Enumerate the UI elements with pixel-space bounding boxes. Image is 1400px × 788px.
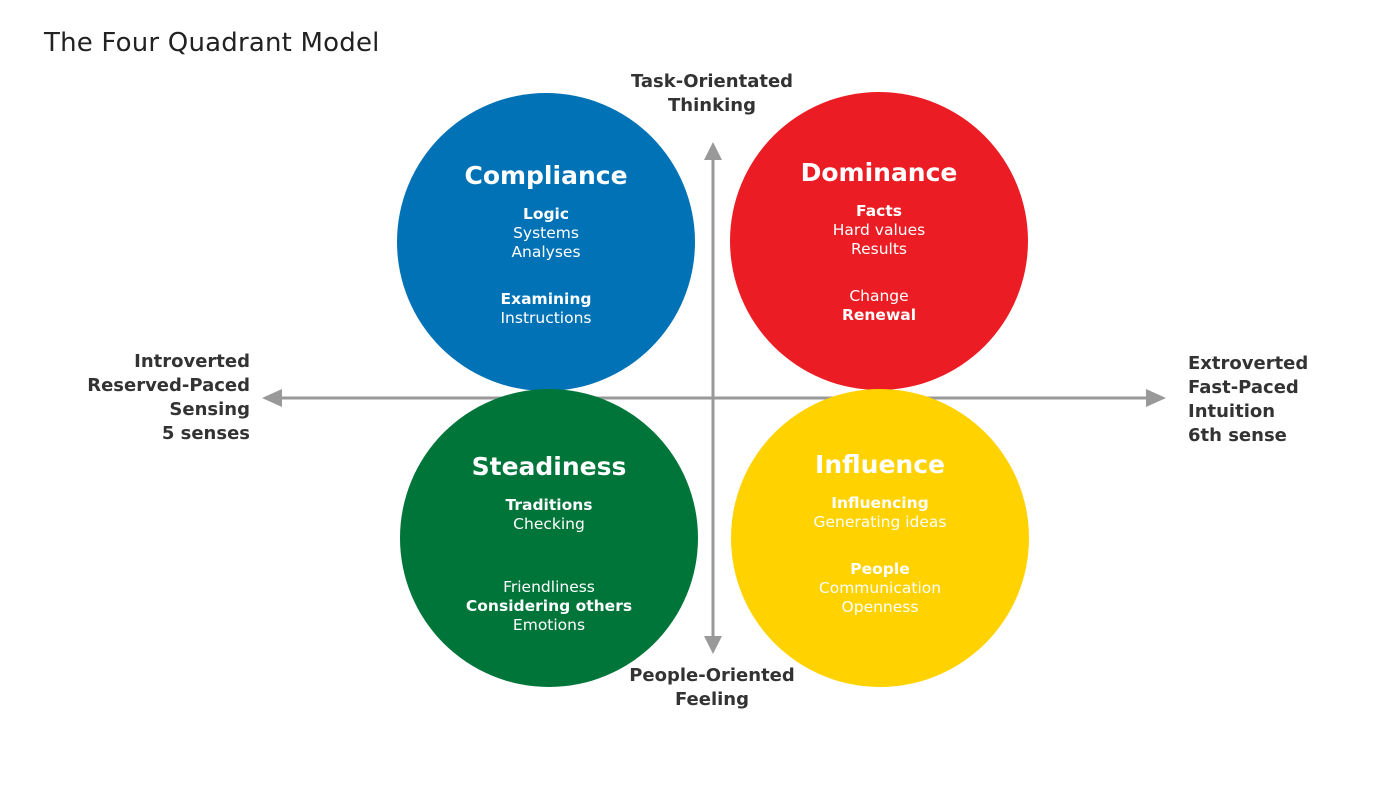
axis-right-line: 6th sense — [1188, 425, 1287, 446]
axis-left-line: Introverted — [134, 351, 250, 372]
influence-title: Influence — [815, 450, 945, 479]
axis-left-line: Reserved-Paced — [87, 375, 250, 396]
axis-right-line: Fast-Paced — [1188, 377, 1299, 398]
axis-left-line: Sensing — [169, 399, 250, 420]
axis-left-line: 5 senses — [161, 423, 250, 444]
arrow-right-icon — [1146, 389, 1166, 407]
axis-right-line: Extroverted — [1188, 353, 1309, 374]
axis-bottom-line: People-Oriented — [629, 665, 795, 686]
steadiness-circle: Steadiness Traditions Checking Friendlin… — [400, 389, 698, 687]
influence-item: People — [850, 560, 910, 578]
dominance-item: Facts — [856, 202, 902, 220]
dominance-item: Results — [851, 240, 907, 258]
arrow-up-icon — [704, 142, 722, 160]
arrow-down-icon — [704, 636, 722, 654]
compliance-title: Compliance — [464, 161, 628, 190]
axis-label-left: Introverted Reserved-Paced Sensing 5 sen… — [40, 350, 250, 446]
axis-label-top: Task-Orientated Thinking — [612, 70, 812, 118]
compliance-item: Systems — [513, 224, 579, 242]
compliance-item: Examining — [500, 290, 592, 308]
axis-label-bottom: People-Oriented Feeling — [612, 664, 812, 712]
steadiness-item: Friendliness — [503, 578, 595, 596]
steadiness-item: Checking — [513, 515, 585, 533]
compliance-circle: Compliance Logic Systems Analyses Examin… — [397, 93, 695, 391]
page-title: The Four Quadrant Model — [44, 28, 380, 58]
dominance-item: Change — [849, 287, 909, 305]
steadiness-item: Emotions — [512, 616, 586, 634]
axis-label-right: Extroverted Fast-Paced Intuition 6th sen… — [1188, 352, 1388, 448]
axis-right-line: Intuition — [1188, 401, 1276, 422]
axis-top-line: Thinking — [668, 95, 756, 116]
dominance-title: Dominance — [800, 158, 958, 187]
dominance-circle: Dominance Facts Hard values Results Chan… — [730, 92, 1028, 390]
compliance-item: Logic — [522, 205, 570, 223]
steadiness-item: Traditions — [505, 496, 593, 514]
influence-item: Generating ideas — [813, 513, 947, 531]
axis-bottom-line: Feeling — [674, 689, 750, 710]
steadiness-item: Considering others — [465, 597, 633, 615]
steadiness-title: Steadiness — [471, 452, 627, 481]
influence-circle: Influence Influencing Generating ideas P… — [731, 389, 1029, 687]
compliance-item: Analyses — [511, 243, 581, 261]
influence-item: Influencing — [831, 494, 929, 512]
arrow-left-icon — [262, 389, 282, 407]
influence-item: Openness — [841, 598, 919, 616]
dominance-item: Renewal — [841, 306, 917, 324]
compliance-item: Instructions — [500, 309, 592, 327]
dominance-item: Hard values — [832, 221, 926, 239]
influence-item: Communication — [818, 579, 942, 597]
axis-top-line: Task-Orientated — [630, 71, 794, 92]
